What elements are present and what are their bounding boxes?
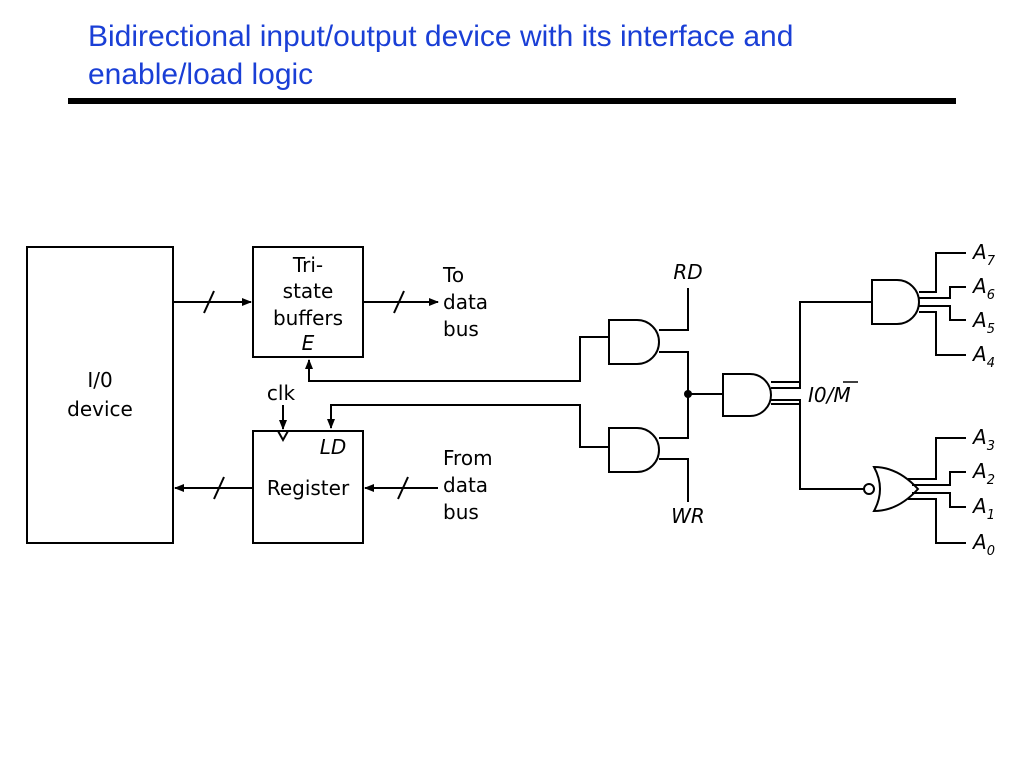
io-select-and-gate [722, 373, 772, 417]
io-m-label: I0/M [808, 383, 851, 407]
wr-label: WR [671, 504, 705, 528]
wr-line [659, 458, 689, 502]
a5-label: A5 [971, 308, 995, 337]
title-line-2: enable/load logic [88, 58, 314, 91]
rd-and-gate [608, 319, 660, 365]
from-bus-label-1: From [443, 446, 493, 470]
clk-label: clk [267, 381, 296, 405]
enable-line [305, 336, 609, 382]
from-bus-label-2: data [443, 473, 488, 497]
io-device-label-1: I/0 [87, 368, 112, 392]
load-line [327, 404, 609, 448]
a0-label: A0 [971, 530, 995, 559]
junction-dot [684, 390, 692, 398]
a5-line [919, 305, 966, 321]
a4-line [919, 311, 966, 356]
a7-line [919, 252, 966, 293]
bus-width-slash [213, 476, 225, 500]
gate-enable-to-rd [659, 351, 689, 394]
title-rule [68, 98, 956, 104]
from-bus-label-3: bus [443, 500, 479, 524]
bus-width-slash [397, 476, 409, 500]
a6-label: A6 [971, 274, 995, 303]
rd-line [659, 288, 689, 331]
tristate-label-1: Tri- [292, 253, 323, 277]
high-address-and-gate [871, 279, 920, 325]
a7-label: A7 [971, 240, 996, 269]
gate-enable-to-wr [659, 394, 689, 439]
a2-line [912, 471, 966, 486]
load-label: LD [320, 435, 347, 459]
a4-label: A4 [971, 342, 995, 371]
bus-width-slash [393, 290, 405, 314]
low-address-nor-gate [872, 465, 920, 513]
low-address-line [771, 399, 864, 490]
a1-label: A1 [971, 494, 995, 523]
tristate-label-3: buffers [273, 306, 343, 330]
enable-label: E [302, 331, 315, 355]
a3-line [908, 437, 966, 480]
io-device-label-2: device [67, 397, 133, 421]
a3-label: A3 [971, 425, 995, 454]
to-bus-label-2: data [443, 290, 488, 314]
a2-label: A2 [971, 459, 995, 488]
bus-width-slash [203, 290, 215, 314]
register-label: Register [267, 476, 350, 500]
clock-triangle [277, 430, 289, 443]
to-bus-label-1: To [442, 263, 464, 287]
slide-title: Bidirectional input/output device with i… [88, 18, 948, 94]
a1-line [912, 492, 966, 508]
tristate-label-2: state [283, 279, 334, 303]
io-device-box [26, 246, 174, 544]
to-bus-label-3: bus [443, 317, 479, 341]
wr-and-gate [608, 427, 660, 473]
high-address-line [771, 301, 872, 389]
a6-line [919, 286, 966, 299]
nor-bubble [863, 483, 875, 495]
title-line-1: Bidirectional input/output device with i… [88, 20, 794, 53]
a0-line [908, 498, 966, 544]
rd-label: RD [673, 260, 702, 284]
